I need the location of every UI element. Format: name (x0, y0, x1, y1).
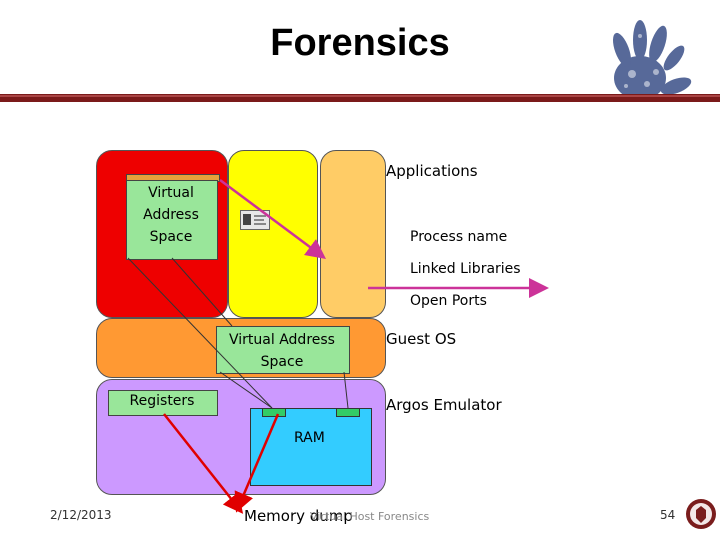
vas-mid-label: Virtual Address Space (229, 332, 335, 370)
argos-emulator-label: Argos Emulator (386, 396, 502, 414)
memory-dump-label: Memory dump (244, 507, 353, 525)
guest-os-label: Guest OS (386, 330, 457, 348)
open-ports-label: Open Ports (410, 293, 487, 309)
registers-label: Registers (129, 393, 195, 409)
connector-vas-top-to-vas-mid (171, 257, 233, 327)
ram-label: RAM (294, 430, 325, 446)
university-seal-icon (686, 499, 716, 529)
footer-date: 2/12/2013 (50, 508, 112, 522)
ram-slot-left (262, 408, 286, 417)
process-name-label: Process name (410, 229, 508, 245)
footer-center: Virtual Host Forensics (310, 510, 430, 523)
vas-top-box (126, 180, 218, 260)
registers-box (108, 390, 218, 416)
vas-mid-box (216, 326, 350, 374)
applications-label: Applications (386, 162, 478, 180)
handprint-icon (612, 20, 692, 100)
footer-page-number: 54 (660, 508, 676, 522)
ram-box (250, 408, 372, 486)
ram-slot-right (336, 408, 360, 417)
application-block-yellow (228, 150, 318, 318)
arrow-to-process (219, 178, 327, 259)
arrow-ram-to-dump (234, 413, 280, 513)
vas-top-label: Virtual Address Space (143, 185, 199, 245)
linked-libraries-label: Linked Libraries (410, 261, 521, 277)
id-card-icon (240, 210, 270, 230)
arrow-registers-to-dump (163, 413, 244, 514)
application-block-peach (320, 150, 386, 318)
connector-vas-top-to-slot (127, 257, 273, 409)
title-divider (0, 94, 720, 102)
connector-vas-mid-left (219, 371, 273, 409)
connector-vas-mid-right (343, 371, 349, 409)
slide-title: Forensics (270, 22, 450, 64)
